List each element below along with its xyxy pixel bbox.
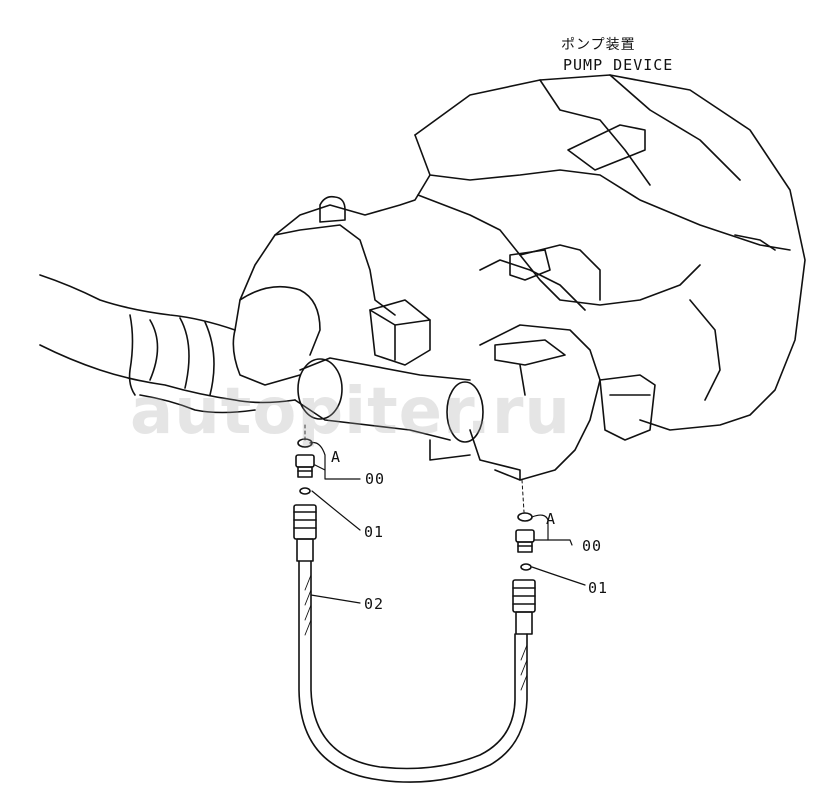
adapter-00-left [295, 454, 315, 478]
hose-end-top-left [293, 504, 317, 562]
callout-01-left: 01 [364, 523, 385, 541]
title-japanese: ポンプ装置 [561, 37, 636, 53]
pump-housing [234, 74, 806, 431]
left-fittings [293, 424, 317, 562]
callout-00-left: 00 [365, 470, 386, 488]
pipe-assembly [232, 285, 484, 443]
hose-bundle-left [39, 274, 296, 414]
leader-lines [309, 441, 586, 604]
valve-body [274, 195, 586, 366]
callout-00-right: 00 [582, 537, 603, 555]
right-flange [429, 324, 656, 481]
callout-a-right: A [546, 510, 557, 528]
watermark-text: autopiter.ru [130, 375, 571, 449]
oring-01-left [299, 487, 311, 495]
hose-end-top-right [512, 579, 536, 635]
title-english: PUMP DEVICE [563, 56, 674, 74]
hose-02 [298, 560, 528, 783]
callout-02: 02 [364, 595, 385, 613]
callout-01-right: 01 [588, 579, 609, 597]
adapter-00-right [515, 529, 535, 553]
oring-01-right [520, 563, 532, 571]
right-fittings [512, 479, 536, 635]
oring-a-right [517, 512, 533, 522]
callout-a-left: A [331, 448, 342, 466]
